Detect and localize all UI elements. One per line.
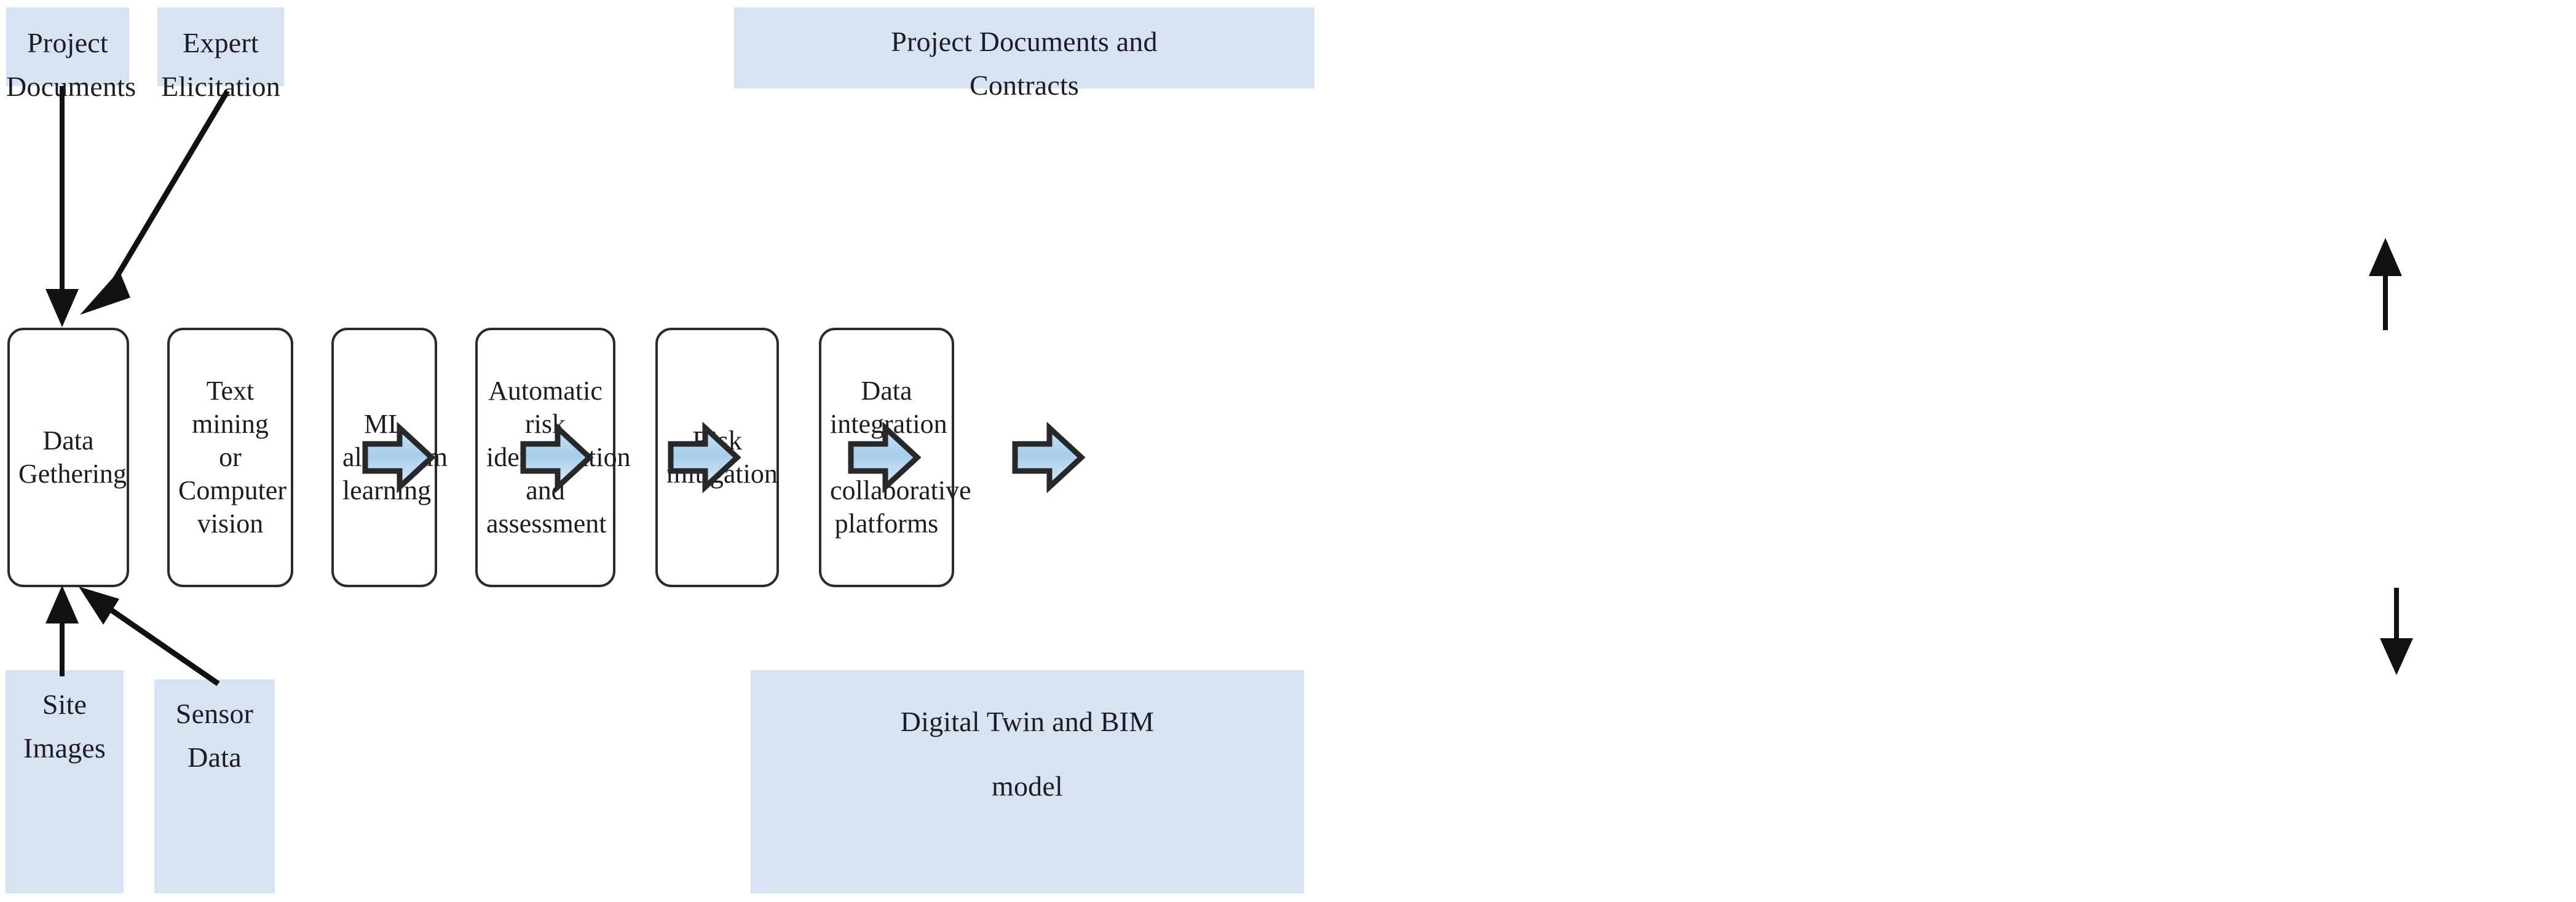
arrow-expert-elicitation-to-data-gethering [80, 89, 230, 315]
output-label-line: model [992, 770, 1063, 802]
output-label-line: Project Documents and [891, 26, 1158, 57]
arrow-sensor-data-to-data-gethering [79, 587, 220, 686]
input-label-line: Site Images [23, 689, 106, 764]
chevron-arrow-icon-risk-mitigation-to-data-integration [1012, 421, 1085, 494]
chevron-arrow-icon-automatic-risk-to-risk-mitigation [848, 421, 921, 494]
input-label-line: Elicitation [161, 71, 280, 103]
arrow-data-integration-to-digital-twin-and-bim-model [2380, 588, 2413, 675]
output-box-digital-twin-and-bim-model[interactable]: Digital Twin and BIM model [751, 670, 1304, 893]
arrow-project-documents-to-data-gethering [45, 86, 79, 327]
input-label-line: Sensor Data [175, 698, 254, 773]
chevron-arrow-icon-text-mining-to-ml-algorithm [520, 421, 593, 494]
output-box-project-documents-and-contracts[interactable]: Project Documents and Contracts [734, 7, 1314, 101]
output-label-line: Contracts [969, 69, 1080, 101]
input-label-line: Expert [183, 27, 259, 58]
chevron-arrow-icon-data-gethering-to-text-mining [362, 421, 435, 494]
chevron-arrow-icon-ml-algorithm-to-automatic-risk [668, 421, 741, 494]
input-box-expert-elicitation[interactable]: Expert Elicitation [157, 7, 284, 102]
process-box-data-gethering[interactable]: Data Gethering [7, 328, 129, 587]
output-label-line: Digital Twin and BIM [900, 706, 1155, 737]
process-box-text-mining-or-computer-vision[interactable]: Text mining or Computer vision [167, 328, 293, 587]
arrow-data-integration-to-project-documents-and-contracts [2369, 238, 2402, 330]
arrow-site-images-to-data-gethering [45, 585, 79, 676]
input-label-line: Documents [6, 71, 136, 103]
process-label: Data Gethering [18, 425, 127, 489]
input-box-project-documents[interactable]: Project Documents [6, 7, 136, 102]
input-label-line: Project [27, 27, 108, 58]
input-box-sensor-data[interactable]: Sensor Data [154, 679, 275, 893]
input-box-site-images[interactable]: Site Images [6, 670, 124, 893]
process-label: Text mining or Computer vision [178, 375, 286, 539]
